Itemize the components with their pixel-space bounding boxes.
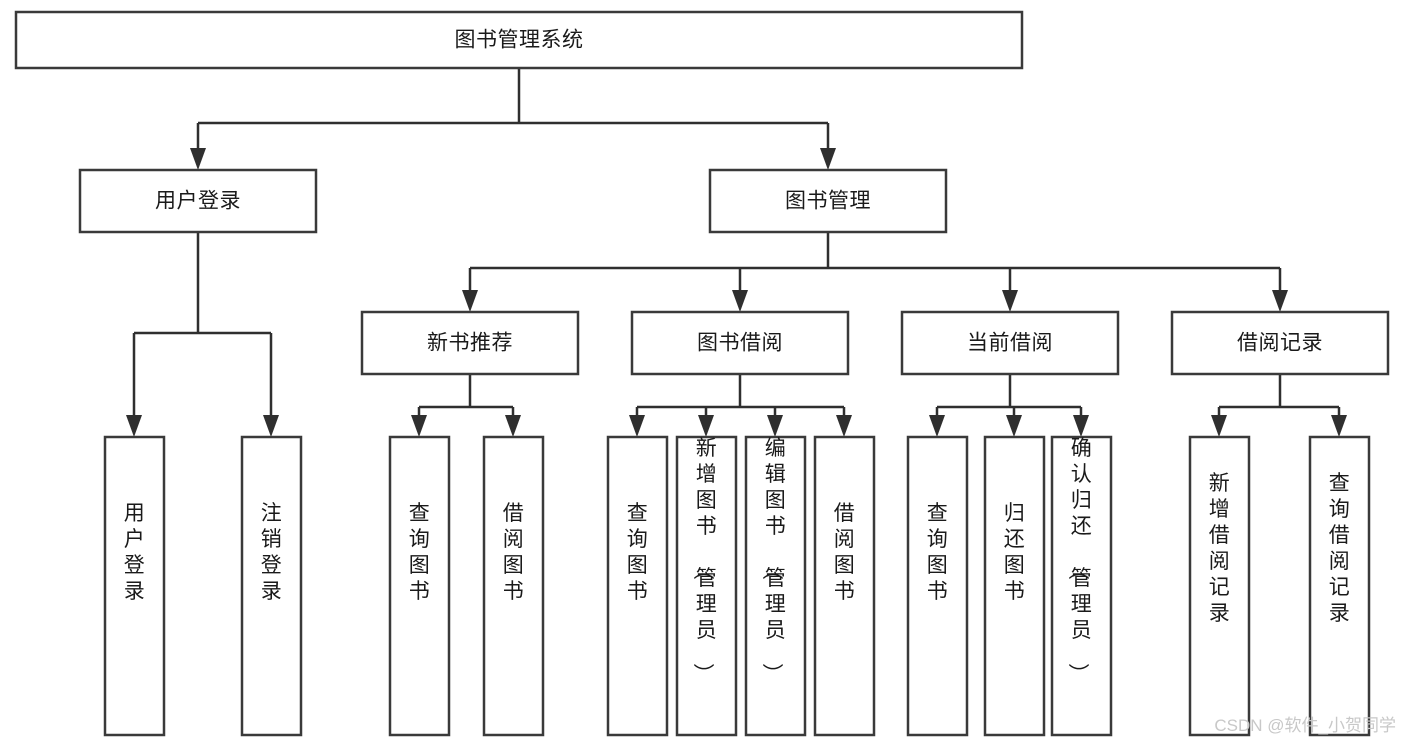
node-label: 确认归还（管理员） xyxy=(1066,437,1093,685)
arrow-head-icon xyxy=(820,148,836,170)
node-label: 当前借阅 xyxy=(967,332,1053,355)
node-box[interactable] xyxy=(240,435,303,737)
connector-borrow-record-to-leaves xyxy=(1211,374,1347,437)
connector-root-to-level1 xyxy=(190,68,836,170)
node-leaf-return-book[interactable]: 归还图书 xyxy=(983,435,1046,737)
node-box[interactable] xyxy=(360,310,580,376)
node-box[interactable] xyxy=(14,10,1024,70)
node-leaf-user-login[interactable]: 用户登录 xyxy=(103,435,166,737)
arrow-head-icon xyxy=(1006,415,1022,437)
arrow-head-icon xyxy=(1073,415,1089,437)
node-label: 用户登录 xyxy=(155,190,241,213)
node-label: 新书推荐 xyxy=(427,332,513,355)
node-label: 查询借阅记录 xyxy=(1329,472,1351,625)
node-leaf-query-book-current[interactable]: 查询图书 xyxy=(906,435,969,737)
node-book-management[interactable]: 图书管理 xyxy=(708,168,948,234)
arrow-head-icon xyxy=(698,415,714,437)
node-label: 查询图书 xyxy=(409,502,431,603)
node-box[interactable] xyxy=(482,435,545,737)
arrow-head-icon xyxy=(629,415,645,437)
node-root[interactable]: 图书管理系统 xyxy=(14,10,1024,70)
node-box[interactable] xyxy=(675,435,738,737)
node-box[interactable] xyxy=(103,435,166,737)
node-label: 新增图书（管理员） xyxy=(691,437,718,685)
connector-layer xyxy=(126,68,1347,437)
node-label: 图书管理 xyxy=(785,190,871,213)
arrow-head-icon xyxy=(126,415,142,437)
node-label: 借阅图书 xyxy=(503,502,525,603)
arrow-head-icon xyxy=(190,148,206,170)
node-box[interactable] xyxy=(1050,435,1113,737)
csdn-watermark: CSDN @软件_小贺同学 xyxy=(1214,716,1396,735)
connector-book-management-to-level2 xyxy=(462,232,1288,312)
node-box[interactable] xyxy=(813,435,876,737)
node-leaf-edit-book-admin[interactable]: 编辑图书（管理员） xyxy=(744,435,807,737)
node-label: 新增借阅记录 xyxy=(1209,472,1231,625)
node-box[interactable] xyxy=(906,435,969,737)
node-box[interactable] xyxy=(1308,435,1371,737)
node-box[interactable] xyxy=(78,168,318,234)
connector-user-login-to-leaves xyxy=(126,232,279,437)
node-label: 查询图书 xyxy=(927,502,949,603)
node-label: 查询图书 xyxy=(627,502,649,603)
node-user-login[interactable]: 用户登录 xyxy=(78,168,318,234)
arrow-head-icon xyxy=(263,415,279,437)
node-leaf-query-book-recommend[interactable]: 查询图书 xyxy=(388,435,451,737)
arrow-head-icon xyxy=(1002,290,1018,312)
node-box[interactable] xyxy=(983,435,1046,737)
arrow-head-icon xyxy=(1331,415,1347,437)
arrow-head-icon xyxy=(767,415,783,437)
node-label: 借阅图书 xyxy=(834,502,856,603)
node-leaf-borrow-book[interactable]: 借阅图书 xyxy=(813,435,876,737)
node-current-borrow[interactable]: 当前借阅 xyxy=(900,310,1120,376)
node-label: 归还图书 xyxy=(1004,502,1026,603)
node-box[interactable] xyxy=(1188,435,1251,737)
node-book-borrow[interactable]: 图书借阅 xyxy=(630,310,850,376)
arrow-head-icon xyxy=(411,415,427,437)
node-box[interactable] xyxy=(1170,310,1390,376)
node-box[interactable] xyxy=(630,310,850,376)
node-label: 图书管理系统 xyxy=(455,29,584,52)
node-box[interactable] xyxy=(744,435,807,737)
arrow-head-icon xyxy=(836,415,852,437)
node-layer: 图书管理系统用户登录图书管理新书推荐图书借阅当前借阅借阅记录用户登录注销登录查询… xyxy=(14,10,1390,737)
node-label: 注销登录 xyxy=(261,502,283,603)
node-box[interactable] xyxy=(708,168,948,234)
node-leaf-query-borrow-record[interactable]: 查询借阅记录 xyxy=(1308,435,1371,737)
node-label: 借阅记录 xyxy=(1237,332,1323,355)
arrow-head-icon xyxy=(505,415,521,437)
node-label: 用户登录 xyxy=(124,502,146,603)
connector-new-book-recommend-to-leaves xyxy=(411,374,521,437)
node-leaf-add-book-admin[interactable]: 新增图书（管理员） xyxy=(675,435,738,737)
node-label: 图书借阅 xyxy=(697,332,783,355)
node-label: 编辑图书（管理员） xyxy=(760,437,787,685)
node-leaf-add-borrow-record[interactable]: 新增借阅记录 xyxy=(1188,435,1251,737)
node-leaf-confirm-return-admin[interactable]: 确认归还（管理员） xyxy=(1050,435,1113,737)
node-box[interactable] xyxy=(900,310,1120,376)
connector-current-borrow-to-leaves xyxy=(929,374,1089,437)
node-box[interactable] xyxy=(388,435,451,737)
node-borrow-record[interactable]: 借阅记录 xyxy=(1170,310,1390,376)
node-leaf-query-book-borrow[interactable]: 查询图书 xyxy=(606,435,669,737)
arrow-head-icon xyxy=(462,290,478,312)
arrow-head-icon xyxy=(1272,290,1288,312)
node-new-book-recommend[interactable]: 新书推荐 xyxy=(360,310,580,376)
arrow-head-icon xyxy=(1211,415,1227,437)
node-box[interactable] xyxy=(606,435,669,737)
arrow-head-icon xyxy=(929,415,945,437)
arrow-head-icon xyxy=(732,290,748,312)
node-leaf-logout[interactable]: 注销登录 xyxy=(240,435,303,737)
node-leaf-borrow-book-recommend[interactable]: 借阅图书 xyxy=(482,435,545,737)
connector-book-borrow-to-leaves xyxy=(629,374,852,437)
